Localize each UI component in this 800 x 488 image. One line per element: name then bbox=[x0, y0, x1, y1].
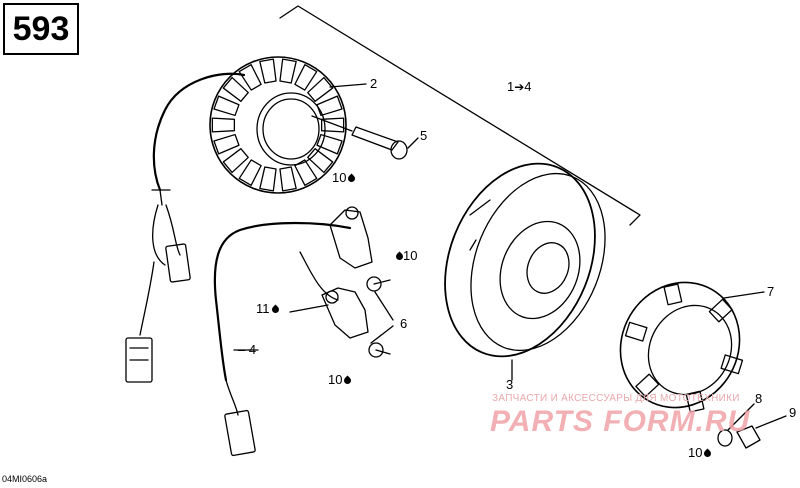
callout-8: 8 bbox=[755, 391, 763, 406]
ring-gear-part bbox=[619, 281, 765, 413]
callout-1-4: 1➔4 bbox=[507, 80, 532, 93]
torque-value: 10 bbox=[328, 372, 343, 387]
ring-gear-lug bbox=[685, 390, 705, 413]
ring-gear-lug bbox=[720, 354, 744, 375]
drawing-code: 04MI0606a bbox=[2, 474, 48, 484]
callout-3: 3 bbox=[506, 377, 514, 392]
stator-part bbox=[125, 56, 347, 383]
washer-screw-part bbox=[717, 403, 787, 449]
callout-9: 9 bbox=[789, 405, 797, 420]
callout-2: 2 bbox=[370, 76, 378, 91]
stator-tooth bbox=[294, 159, 318, 186]
callout-6: 6 bbox=[400, 316, 408, 331]
stator-tooth bbox=[238, 159, 262, 186]
page-number: 593 bbox=[12, 9, 70, 48]
stator-tooth bbox=[213, 133, 240, 155]
torque-value: 11 bbox=[256, 301, 270, 316]
stator-tooth bbox=[279, 58, 297, 84]
stator-tooth bbox=[238, 64, 262, 91]
stator-leader-2 bbox=[329, 83, 367, 88]
torque-callout-coil-lower: 10 bbox=[328, 372, 353, 387]
stator-tooth bbox=[294, 64, 318, 91]
callout-1-4-from: 1 bbox=[507, 79, 515, 94]
callout-5: 5 bbox=[420, 128, 428, 143]
stator-tooth bbox=[279, 166, 297, 192]
drop-icon bbox=[703, 448, 713, 459]
stator-tooth bbox=[316, 95, 343, 117]
callout-4: – 4 bbox=[238, 342, 257, 357]
callout-7: 7 bbox=[767, 284, 775, 299]
drop-icon bbox=[343, 375, 353, 386]
torque-value: 10 bbox=[688, 445, 703, 460]
stator-tooth bbox=[307, 148, 334, 174]
screw-5-part bbox=[311, 115, 419, 160]
drop-icon bbox=[270, 304, 280, 315]
stator-tooth bbox=[259, 166, 277, 192]
callout-4-number: 4 bbox=[248, 342, 257, 357]
stator-tooth bbox=[222, 76, 249, 102]
ring-gear-lug bbox=[635, 373, 660, 398]
torque-callout-coil-11: 11 bbox=[256, 301, 280, 316]
stator-tooth bbox=[316, 133, 343, 155]
ring-gear-lug bbox=[663, 283, 683, 306]
watermark-brand: PARTS FORM.RU bbox=[490, 405, 751, 438]
torque-callout-coil-upper: 10 bbox=[394, 249, 417, 262]
stator-tooth bbox=[259, 58, 277, 84]
trigger-coil-harness-part bbox=[213, 221, 352, 457]
torque-value: 10 bbox=[332, 170, 347, 185]
torque-callout-screw-9: 10 bbox=[688, 445, 713, 460]
stator-tooth bbox=[211, 117, 236, 133]
stator-tooth bbox=[307, 76, 334, 102]
flywheel-part bbox=[444, 162, 606, 381]
torque-value: 10 bbox=[403, 248, 418, 263]
kit-bracket bbox=[279, 5, 641, 226]
stator-tooth bbox=[320, 117, 345, 133]
watermark-tagline: ЗАПЧАСТИ И АКСЕССУАРЫ ДЛЯ МОТОТЕХНИКИ bbox=[492, 393, 740, 404]
trigger-coil-6-part bbox=[289, 206, 394, 358]
page-number-box: 593 bbox=[3, 3, 79, 55]
stator-tooth bbox=[213, 95, 240, 117]
stator-tooth bbox=[222, 148, 249, 174]
drop-icon bbox=[347, 173, 357, 184]
arrow-icon: ➔ bbox=[514, 80, 525, 94]
ring-gear-lug bbox=[624, 321, 648, 342]
torque-callout-screw-5: 10 bbox=[332, 170, 357, 185]
ring-gear-lug bbox=[708, 298, 733, 323]
callout-1-4-to: 4 bbox=[524, 79, 532, 94]
